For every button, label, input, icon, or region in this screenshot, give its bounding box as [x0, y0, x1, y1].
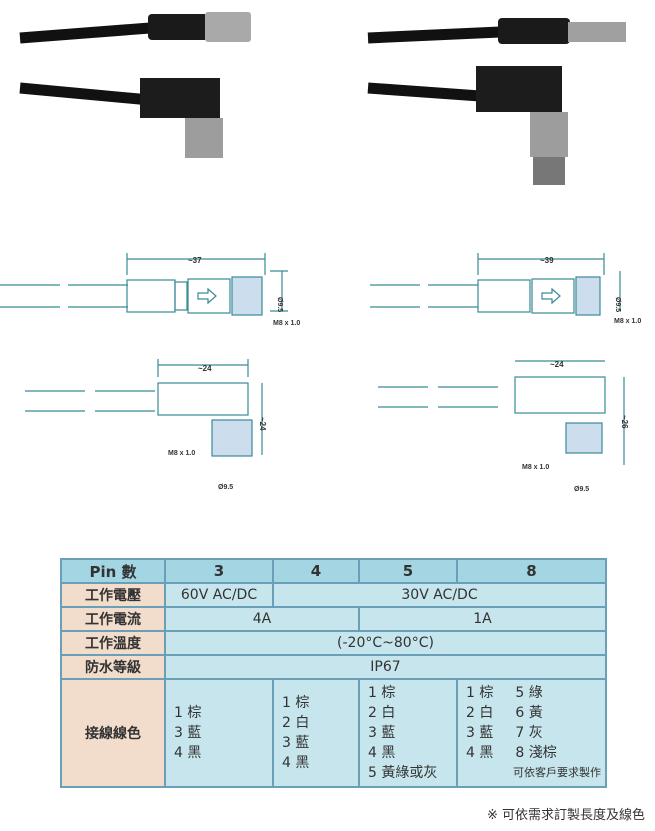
svg-text:~39: ~39: [540, 256, 554, 265]
header-pin-5: 5: [358, 558, 458, 584]
product-photos: [19, 12, 626, 185]
table-row-current: 工作電流 4A 1A: [60, 606, 607, 632]
wire-color: 3 藍: [368, 725, 396, 741]
wiring-pin3: 1 棕 3 藍 4 黑: [164, 678, 274, 788]
protection-label: 防水等級: [60, 654, 166, 680]
svg-text:~26: ~26: [620, 415, 629, 429]
wire-color: 4 黑: [368, 745, 396, 761]
table-row-wiring: 接線線色 1 棕 3 藍 4 黑 1 棕 2 白 3 藍 4 黑 1 棕 2 白…: [60, 678, 607, 788]
wiring-pin4: 1 棕 2 白 3 藍 4 黑: [272, 678, 360, 788]
current-pin58: 1A: [358, 606, 607, 632]
svg-text:Ø9.5: Ø9.5: [276, 297, 283, 312]
footnote: ※ 可依需求訂製長度及線色: [486, 808, 645, 823]
current-label: 工作電流: [60, 606, 166, 632]
wire-color: 3 藍: [466, 725, 494, 741]
wire-color: 2 白: [282, 715, 310, 731]
wire-color: 1 棕: [282, 695, 310, 711]
female-connector-photo: [19, 12, 251, 158]
wire-color: 2 白: [368, 705, 396, 721]
svg-text:M8 x 1.0: M8 x 1.0: [522, 464, 549, 471]
technical-drawings: ~37 Ø9.5 M8 x 1.0 ~24 ~24 M8 x 1.0 Ø9.5 …: [0, 253, 641, 493]
svg-text:Ø9.5: Ø9.5: [574, 486, 589, 493]
svg-text:~24: ~24: [198, 364, 212, 373]
wiring-pin8: 1 棕 5 綠 2 白 6 黃 3 藍 7 灰 4 黑 8 淺棕 可依客戶要求製…: [456, 678, 607, 788]
table-row-temperature: 工作溫度 (-20°C~80°C): [60, 630, 607, 656]
voltage-pin3: 60V AC/DC: [164, 582, 274, 608]
table-row-protection: 防水等級 IP67: [60, 654, 607, 680]
header-pin-3: 3: [164, 558, 274, 584]
wire-color: 5 黃綠或灰: [368, 765, 438, 781]
wire-color: 1 棕: [466, 685, 494, 701]
wire-color: 4 黑: [174, 745, 202, 761]
svg-text:~37: ~37: [188, 256, 202, 265]
current-pin34: 4A: [164, 606, 360, 632]
voltage-other: 30V AC/DC: [272, 582, 607, 608]
wire-color: 2 白: [466, 705, 494, 721]
svg-text:M8 x 1.0: M8 x 1.0: [168, 450, 195, 457]
svg-text:~24: ~24: [258, 417, 267, 431]
wire-color: 3 藍: [282, 735, 310, 751]
drawing-angled-female: ~24 ~24 M8 x 1.0 Ø9.5: [25, 359, 267, 491]
table-header-row: Pin 數 3 4 5 8: [60, 558, 607, 584]
header-pin-4: 4: [272, 558, 360, 584]
svg-text:M8 x 1.0: M8 x 1.0: [614, 318, 641, 325]
male-connector-photo: [367, 18, 626, 185]
svg-text:~24: ~24: [550, 360, 564, 369]
voltage-label: 工作電壓: [60, 582, 166, 608]
wire-color: 4 黑: [466, 745, 494, 761]
drawing-straight-male: ~39 Ø9.5 M8 x 1.0: [370, 253, 641, 325]
wire-color: 3 藍: [174, 725, 202, 741]
custom-note: 可依客戶要求製作: [513, 766, 601, 779]
wire-color: 1 棕: [174, 705, 202, 721]
drawing-angled-male: ~24 ~26 M8 x 1.0 Ø9.5: [378, 360, 629, 493]
temperature-value: (-20°C~80°C): [164, 630, 607, 656]
wire-color: 5 綠: [515, 685, 543, 701]
svg-text:Ø9.5: Ø9.5: [218, 484, 233, 491]
wiring-label: 接線線色: [60, 678, 166, 788]
wire-color: 8 淺棕: [515, 745, 557, 761]
wire-color: 4 黑: [282, 755, 310, 771]
svg-text:Ø9.5: Ø9.5: [614, 297, 621, 312]
header-pin-count: Pin 數: [60, 558, 166, 584]
wire-color: 1 棕: [368, 685, 396, 701]
drawing-straight-female: ~37 Ø9.5 M8 x 1.0: [0, 253, 300, 327]
wiring-pin5: 1 棕 2 白 3 藍 4 黑 5 黃綠或灰: [358, 678, 458, 788]
wire-color: 7 灰: [515, 725, 543, 741]
spec-table: Pin 數 3 4 5 8 工作電壓 60V AC/DC 30V AC/DC 工…: [60, 558, 607, 788]
table-row-voltage: 工作電壓 60V AC/DC 30V AC/DC: [60, 582, 607, 608]
temperature-label: 工作溫度: [60, 630, 166, 656]
wire-color: 6 黃: [515, 705, 543, 721]
header-pin-8: 8: [456, 558, 607, 584]
protection-value: IP67: [164, 654, 607, 680]
svg-text:M8 x 1.0: M8 x 1.0: [273, 320, 300, 327]
